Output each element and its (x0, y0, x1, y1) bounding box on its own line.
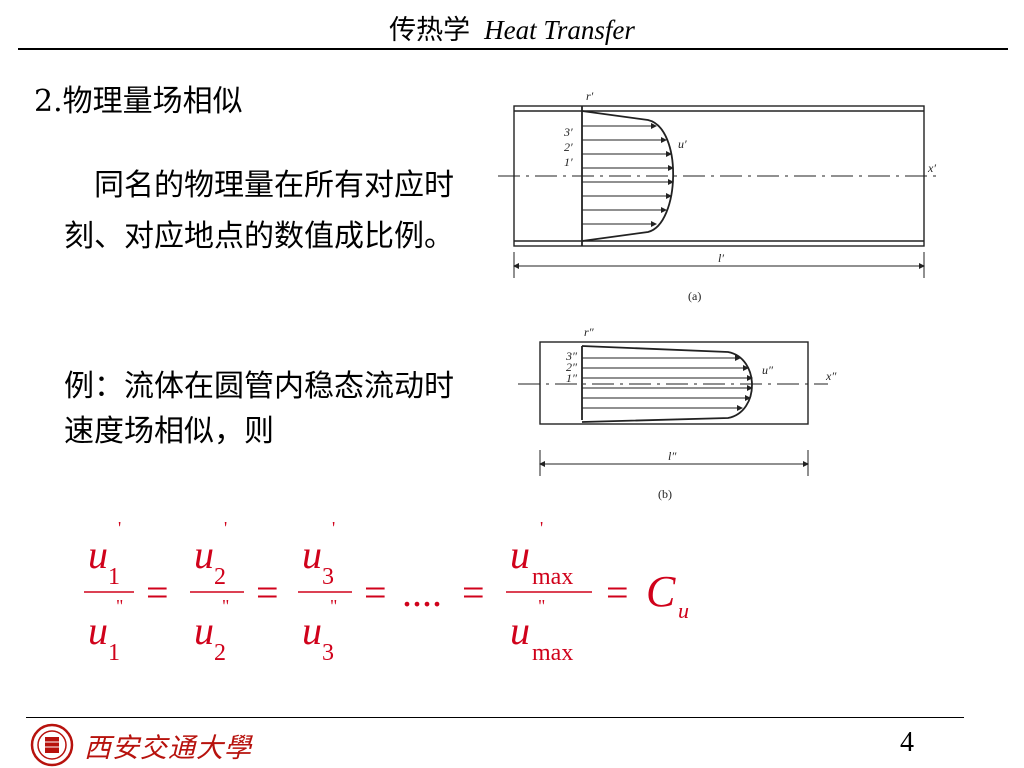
label-b-r: r″ (584, 325, 595, 339)
num-3-u: u (302, 532, 322, 577)
constant-c-sub: u (678, 598, 689, 623)
label-b-length: l″ (668, 449, 677, 463)
num-3-sub: 3 (322, 564, 334, 590)
constant-c: C (646, 567, 676, 616)
pipe-b (539, 341, 809, 425)
caption-b: (b) (658, 487, 672, 501)
university-name: 西安交通大學 (84, 733, 252, 764)
label-a-x: x′ (927, 161, 936, 175)
label-a-2: 2′ (564, 140, 573, 154)
header-divider (18, 48, 1008, 50)
label-a-u: u′ (678, 137, 687, 151)
profile-a (581, 110, 674, 242)
den-2-dprime: " (222, 596, 229, 616)
den-3-dprime: " (330, 596, 337, 616)
label-a-1: 1′ (564, 155, 573, 169)
equals-2: = (256, 570, 279, 615)
fraction-3: u 3 ' u 3 " (298, 518, 352, 666)
equals-1: = (146, 570, 169, 615)
num-1-u: u (88, 532, 108, 577)
den-max-sub: max (532, 640, 573, 666)
label-b-1: 1″ (566, 371, 578, 385)
slide-header: 传热学 Heat Transfer (0, 8, 1024, 47)
label-a-3: 3′ (563, 125, 573, 139)
num-2-u: u (194, 532, 214, 577)
caption-a: (a) (688, 289, 701, 303)
paragraph-example: 例：流体在圆管内稳态流动时速度场相似，则 (64, 369, 454, 449)
page-number: 4 (900, 727, 914, 758)
figure-a (498, 105, 940, 278)
den-3-sub: 3 (322, 640, 334, 666)
label-b-u: u″ (762, 363, 774, 377)
num-2-prime: ' (224, 518, 227, 538)
velocity-profile-figure: r′ 3′ 2′ 1′ u′ x′ l′ (a) r″ 3″ 2″ 1″ u″ … (498, 89, 940, 501)
den-2-u: u (194, 608, 214, 653)
figure-b (518, 341, 828, 476)
header-title-en: Heat Transfer (484, 15, 635, 45)
num-max-u: u (510, 532, 530, 577)
den-max-u: u (510, 608, 530, 653)
den-1-u: u (88, 608, 108, 653)
label-a-r: r′ (586, 89, 594, 103)
paragraph-definition: 同名的物理量在所有对应时刻、对应地点的数值成比例。 (64, 168, 454, 254)
equals-4: = (462, 570, 485, 615)
equals-3: = (364, 570, 387, 615)
label-b-2: 2″ (566, 360, 578, 374)
ellipsis-dots: .... (402, 570, 442, 615)
den-3-u: u (302, 608, 322, 653)
label-b-x: x″ (825, 369, 837, 383)
num-max-sub: max (532, 564, 573, 590)
den-1-dprime: " (116, 596, 123, 616)
label-b-3: 3″ (565, 349, 578, 363)
header-title-cn: 传热学 (389, 15, 471, 46)
section-title: 2.物理量场相似 (34, 84, 243, 119)
fraction-1: u 1 ' u 1 " (84, 518, 134, 666)
den-1-sub: 1 (108, 640, 120, 666)
num-max-prime: ' (540, 518, 543, 538)
label-a-length: l′ (718, 251, 724, 265)
num-1-sub: 1 (108, 564, 120, 590)
footer-divider (26, 717, 964, 718)
fraction-2: u 2 ' u 2 " (190, 518, 244, 666)
similarity-formula: u 1 ' u 1 " = u 2 ' u 2 " = u 3 ' u 3 (84, 518, 689, 666)
num-3-prime: ' (332, 518, 335, 538)
num-1-prime: ' (118, 518, 121, 538)
equals-5: = (606, 570, 629, 615)
den-2-sub: 2 (214, 640, 226, 666)
fraction-max: u max ' u max " (506, 518, 592, 666)
university-seal-icon (30, 723, 74, 767)
num-2-sub: 2 (214, 564, 226, 590)
den-max-dprime: " (538, 596, 545, 616)
